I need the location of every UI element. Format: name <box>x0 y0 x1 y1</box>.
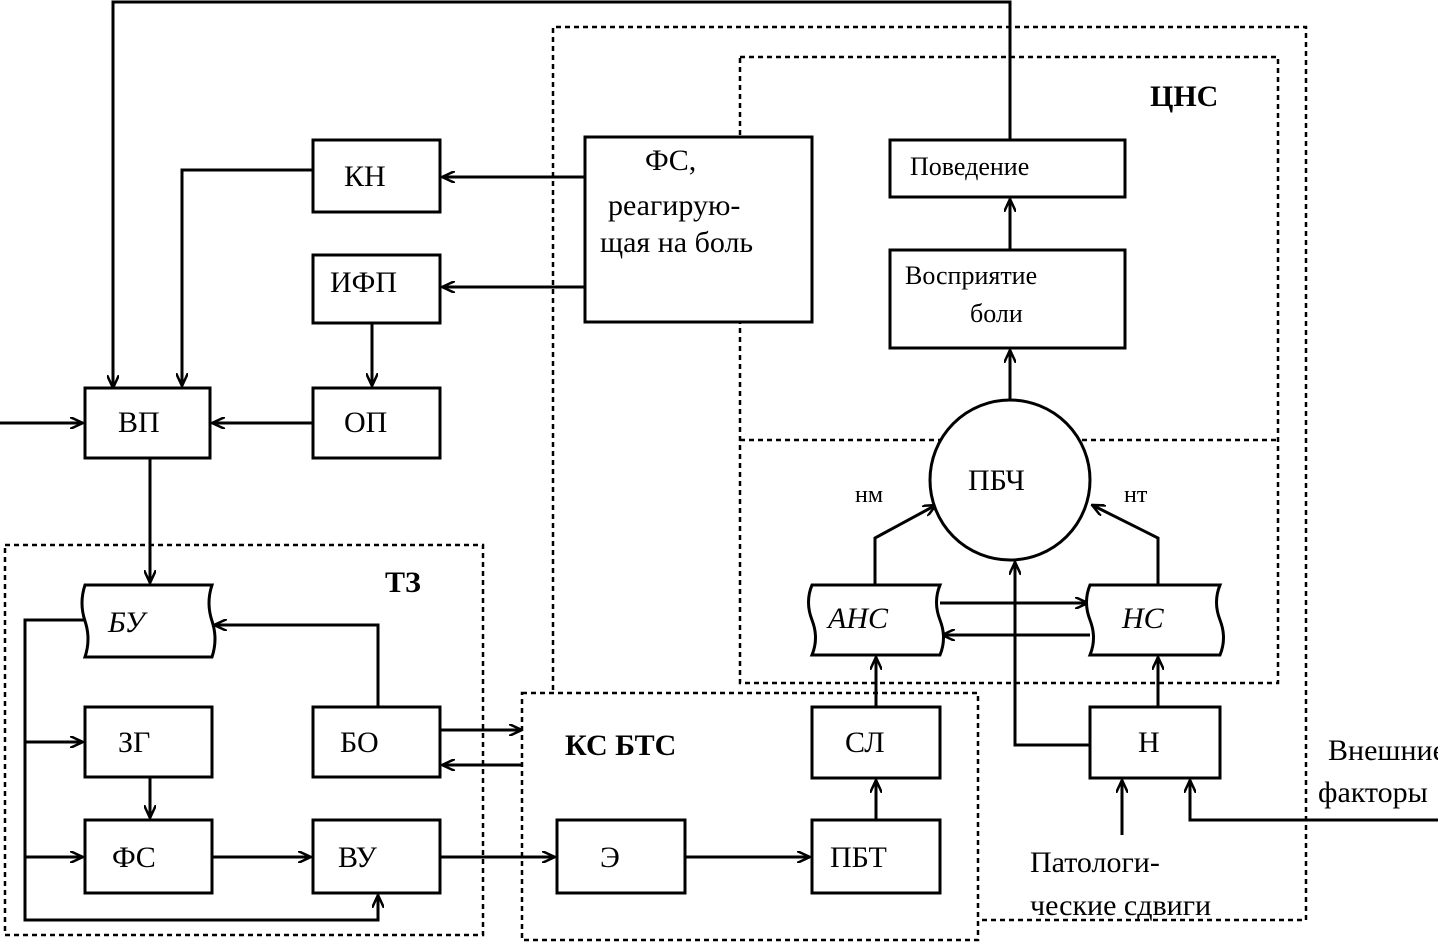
block-ifp: ИФП <box>311 253 442 325</box>
block-perception: Восприятие боли <box>888 248 1127 350</box>
block-zg: ЗГ <box>83 705 214 779</box>
tz-label: ТЗ <box>385 566 421 599</box>
block-ans: АНС <box>807 583 945 657</box>
label-nt: нт <box>1124 482 1148 508</box>
ks-bts-label: КС БТС <box>565 729 676 762</box>
block-fs: ФС <box>83 818 214 895</box>
block-bu: БУ <box>80 583 217 659</box>
outer-region-border <box>551 25 1308 922</box>
arrow-bu-loop-to-vu <box>23 618 378 922</box>
arrow-ns-to-pbch <box>1092 503 1160 585</box>
svg-text:ОП: ОП <box>344 406 387 439</box>
svg-text:НС: НС <box>1121 602 1165 635</box>
cns-region <box>738 55 1280 685</box>
svg-text:ПБТ: ПБТ <box>830 841 887 874</box>
svg-text:БУ: БУ <box>107 606 148 639</box>
svg-text:ЗГ: ЗГ <box>118 726 150 759</box>
svg-text:СЛ: СЛ <box>845 726 885 759</box>
block-bo: БО <box>311 705 442 779</box>
cns-label: ЦНС <box>1150 80 1218 113</box>
block-e: Э <box>555 818 687 895</box>
svg-text:ИФП: ИФП <box>330 266 397 299</box>
label-nm: нм <box>855 482 883 508</box>
arrow-behavior-to-vp <box>113 0 1012 388</box>
svg-text:Э: Э <box>600 841 620 874</box>
svg-text:ФС,: ФС, <box>645 144 696 177</box>
svg-text:щая на боль: щая на боль <box>600 226 753 259</box>
svg-text:ФС: ФС <box>112 841 156 874</box>
svg-text:БО: БО <box>340 726 379 759</box>
arrow-bo-to-bu <box>214 625 380 707</box>
svg-text:Восприятие: Восприятие <box>905 261 1037 290</box>
svg-text:КН: КН <box>344 160 386 193</box>
block-op: ОП <box>311 386 442 460</box>
svg-text:Поведение: Поведение <box>910 152 1029 181</box>
block-fs-pain: ФС, реагирую- щая на боль <box>583 135 814 324</box>
arrow-external-to-n <box>1190 780 1438 822</box>
arrow-n-to-pbch <box>1015 562 1090 747</box>
block-pbch: ПБЧ <box>928 398 1092 562</box>
svg-text:Н: Н <box>1138 726 1160 759</box>
ks-bts-region <box>520 691 980 942</box>
block-ns: НС <box>1085 583 1225 657</box>
block-kn: КН <box>311 138 442 214</box>
block-vp: ВП <box>83 386 212 460</box>
svg-text:ВП: ВП <box>118 406 160 439</box>
block-vu: ВУ <box>311 818 442 895</box>
block-sl: СЛ <box>810 705 942 780</box>
block-behavior: Поведение <box>888 138 1127 199</box>
arrow-ans-to-pbch <box>873 505 936 585</box>
tz-region <box>3 543 485 937</box>
block-pbt: ПБТ <box>810 818 942 895</box>
arrow-kn-to-vp <box>182 168 313 386</box>
svg-text:ПБЧ: ПБЧ <box>968 464 1025 497</box>
pathological-label-line2: ческие сдвиги <box>1030 889 1211 922</box>
svg-text:боли: боли <box>970 299 1023 328</box>
svg-text:АНС: АНС <box>826 602 889 635</box>
external-label-line2: факторы <box>1318 776 1428 809</box>
pathological-label-line1: Патологи- <box>1030 846 1160 879</box>
svg-text:реагирую-: реагирую- <box>608 189 740 222</box>
external-label-line1: Внешние <box>1328 734 1438 767</box>
svg-text:ВУ: ВУ <box>338 841 378 874</box>
block-n: Н <box>1088 705 1222 780</box>
